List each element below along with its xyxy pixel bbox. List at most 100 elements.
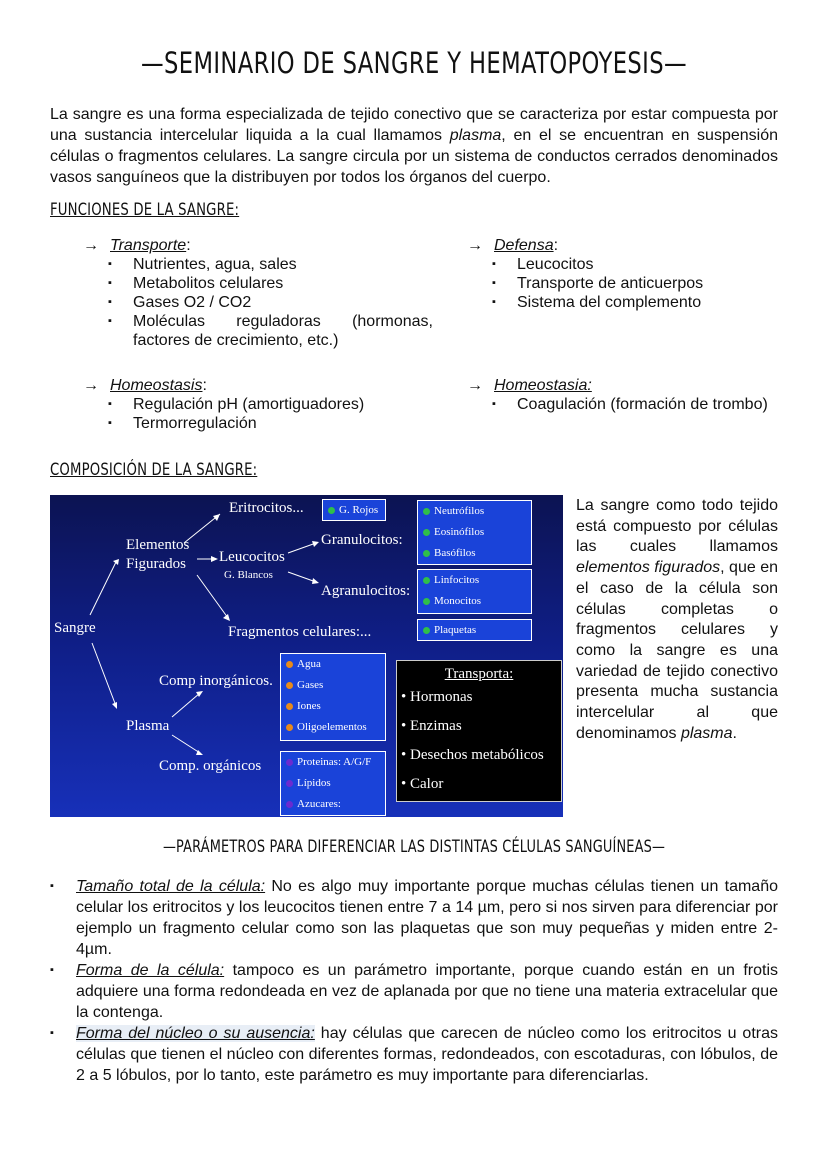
bullet-icon: ▪ xyxy=(50,1027,54,1039)
label-eritrocitos: Eritrocitos... xyxy=(229,500,304,516)
funcion-homeostasia: →Homeostasia: ▪Coagulación (formación de… xyxy=(467,376,771,414)
bullet-icon: ▪ xyxy=(108,296,112,308)
box-item: Monocitos xyxy=(418,591,531,612)
side-paragraph: La sangre como todo tejido está compuest… xyxy=(576,496,778,744)
box-item-text: Linfocitos xyxy=(434,574,480,586)
section-composicion-heading: COMPOSICIÓN DE LA SANGRE: xyxy=(50,460,258,480)
box-inorganicos: Agua Gases Iones Oligoelementos xyxy=(280,653,386,741)
list-item: ▪ Regulación pH (amortiguadores) xyxy=(83,395,433,414)
bullet-dot-icon xyxy=(423,529,430,536)
box-item-text: Eosinófilos xyxy=(434,526,485,538)
box-item-text: Azucares: xyxy=(297,798,341,810)
list-item: ▪Moléculas reguladoras (hormonas, factor… xyxy=(83,312,433,350)
bullet-dot-icon xyxy=(423,598,430,605)
bullet-icon: ▪ xyxy=(108,277,112,289)
box-item-text: Gases xyxy=(297,679,324,691)
bullet-dot-icon xyxy=(286,724,293,731)
box-granulocitos: Neutrófilos Eosinófilos Basófilos xyxy=(417,500,532,565)
label-comp-organicos: Comp. orgánicos xyxy=(159,758,262,774)
bullet-dot-icon xyxy=(423,577,430,584)
intro-paragraph: La sangre es una forma especializada de … xyxy=(50,104,778,188)
list-item: ▪Transporte de anticuerpos xyxy=(467,274,778,293)
box-item: Plaquetas xyxy=(418,620,531,640)
parametro-text: No es algo muy importante porque muchas … xyxy=(76,878,778,958)
label-sangre: Sangre xyxy=(54,620,96,636)
list-item: ▪ Metabolitos celulares xyxy=(83,274,433,293)
box-item-text: Neutrófilos xyxy=(434,505,485,517)
box-item: Oligoelementos xyxy=(281,717,385,738)
funcion-defensa: →Defensa: ▪Leucocitos ▪Transporte de ant… xyxy=(467,236,778,312)
intro-text-1: La sangre es una forma especializada de … xyxy=(50,106,778,144)
box-plaquetas: Plaquetas xyxy=(417,619,532,641)
box-agranulocitos: Linfocitos Monocitos xyxy=(417,569,532,614)
bullet-icon: ▪ xyxy=(108,398,112,410)
bullet-dot-icon xyxy=(423,550,430,557)
transporta-item: • Hormonas xyxy=(401,689,473,705)
item-text: Gases O2 / CO2 xyxy=(133,294,252,311)
list-item: ▪Termorregulación xyxy=(83,414,433,433)
list-item: ▪ Sistema del complemento xyxy=(467,293,778,312)
arrow-icon: → xyxy=(83,237,99,254)
box-item: Linfocitos xyxy=(418,570,531,591)
side-text-1: La sangre como todo tejido está compuest… xyxy=(576,497,778,556)
bullet-icon: ▪ xyxy=(492,277,496,289)
bullet-icon: ▪ xyxy=(50,964,54,976)
box-item-text: Agua xyxy=(297,658,321,670)
label-leucocitos: Leucocitos xyxy=(219,549,285,565)
bullet-dot-icon xyxy=(286,703,293,710)
funcion-label: Homeostasis xyxy=(110,377,203,394)
section-funciones-heading: FUNCIONES DE LA SANGRE: xyxy=(50,200,240,220)
funcion-suffix: : xyxy=(186,237,191,254)
list-item: ▪Forma de la célula: tampoco es un parám… xyxy=(50,960,778,1023)
parametro-key: Forma del núcleo o su ausencia: xyxy=(76,1025,315,1042)
bullet-dot-icon xyxy=(328,507,335,514)
box-item: Gases xyxy=(281,675,385,696)
label-granulocitos: Granulocitos: xyxy=(321,532,403,548)
bullet-dot-icon xyxy=(286,682,293,689)
box-item: Lípidos xyxy=(281,773,385,794)
composicion-diagram: Sangre Elementos Figurados Eritrocitos..… xyxy=(50,495,563,817)
box-item-text: Monocitos xyxy=(434,595,482,607)
item-text: Leucocitos xyxy=(517,256,594,273)
parametro-text: hay células que carecen de núcleo como l… xyxy=(76,1025,778,1084)
parametro-key: Tamaño total de la célula: xyxy=(76,878,266,895)
page-title: —SEMINARIO DE SANGRE Y HEMATOPOYESIS— xyxy=(141,46,687,80)
transporta-title: Transporta: xyxy=(444,666,514,682)
diagram-connectors xyxy=(89,513,319,755)
box-item-text: Oligoelementos xyxy=(297,721,367,733)
box-item: Proteinas: A/G/F xyxy=(281,752,385,773)
parametro-text: tampoco es un parámetro importante, porq… xyxy=(76,962,779,1021)
arrow-icon: → xyxy=(467,237,483,254)
box-item: Eosinófilos xyxy=(418,522,531,543)
box-item-text: G. Rojos xyxy=(339,504,379,516)
funcion-transporte: →Transporte: ▪Nutrientes, agua, sales ▪M… xyxy=(83,236,433,350)
bullet-icon: ▪ xyxy=(492,398,496,410)
item-text: Regulación pH (amortiguadores) xyxy=(133,396,365,413)
list-item: ▪Nutrientes, agua, sales xyxy=(83,255,433,274)
box-item-text: Lípidos xyxy=(297,777,331,789)
funcion-label: Defensa xyxy=(494,237,554,254)
intro-text-2: , en el se encuentran en suspensión célu… xyxy=(50,127,779,186)
bullet-icon: ▪ xyxy=(108,258,112,270)
item-text: Sistema del complemento xyxy=(517,294,702,311)
bullet-icon: ▪ xyxy=(492,296,496,308)
bullet-icon: ▪ xyxy=(108,417,112,429)
arrow-icon: → xyxy=(467,377,483,394)
item-text: Coagulación (formación de trombo) xyxy=(517,396,768,413)
box-item-text: Basófilos xyxy=(434,547,476,559)
label-plasma: Plasma xyxy=(126,718,170,734)
transporta-item: • Calor xyxy=(401,776,444,792)
box-item: Agua xyxy=(281,654,385,675)
side-emphasis-2: plasma xyxy=(680,724,733,742)
section-parametros-heading: —PARÁMETROS PARA DIFERENCIAR LAS DISTINT… xyxy=(162,837,666,857)
box-item: Iones xyxy=(281,696,385,717)
bullet-dot-icon xyxy=(423,508,430,515)
transporta-box: Transporta: • Hormonas • Enzimas • Desec… xyxy=(396,660,562,802)
transporta-item: • Desechos metabólicos xyxy=(401,747,544,763)
label-agranulocitos: Agranulocitos: xyxy=(321,583,411,599)
item-text: Metabolitos celulares xyxy=(133,275,284,292)
bullet-icon: ▪ xyxy=(50,880,54,892)
label-figurados: Figurados xyxy=(126,556,186,572)
transporta-item: • Enzimas xyxy=(401,718,462,734)
box-item-text: Plaquetas xyxy=(434,624,477,636)
